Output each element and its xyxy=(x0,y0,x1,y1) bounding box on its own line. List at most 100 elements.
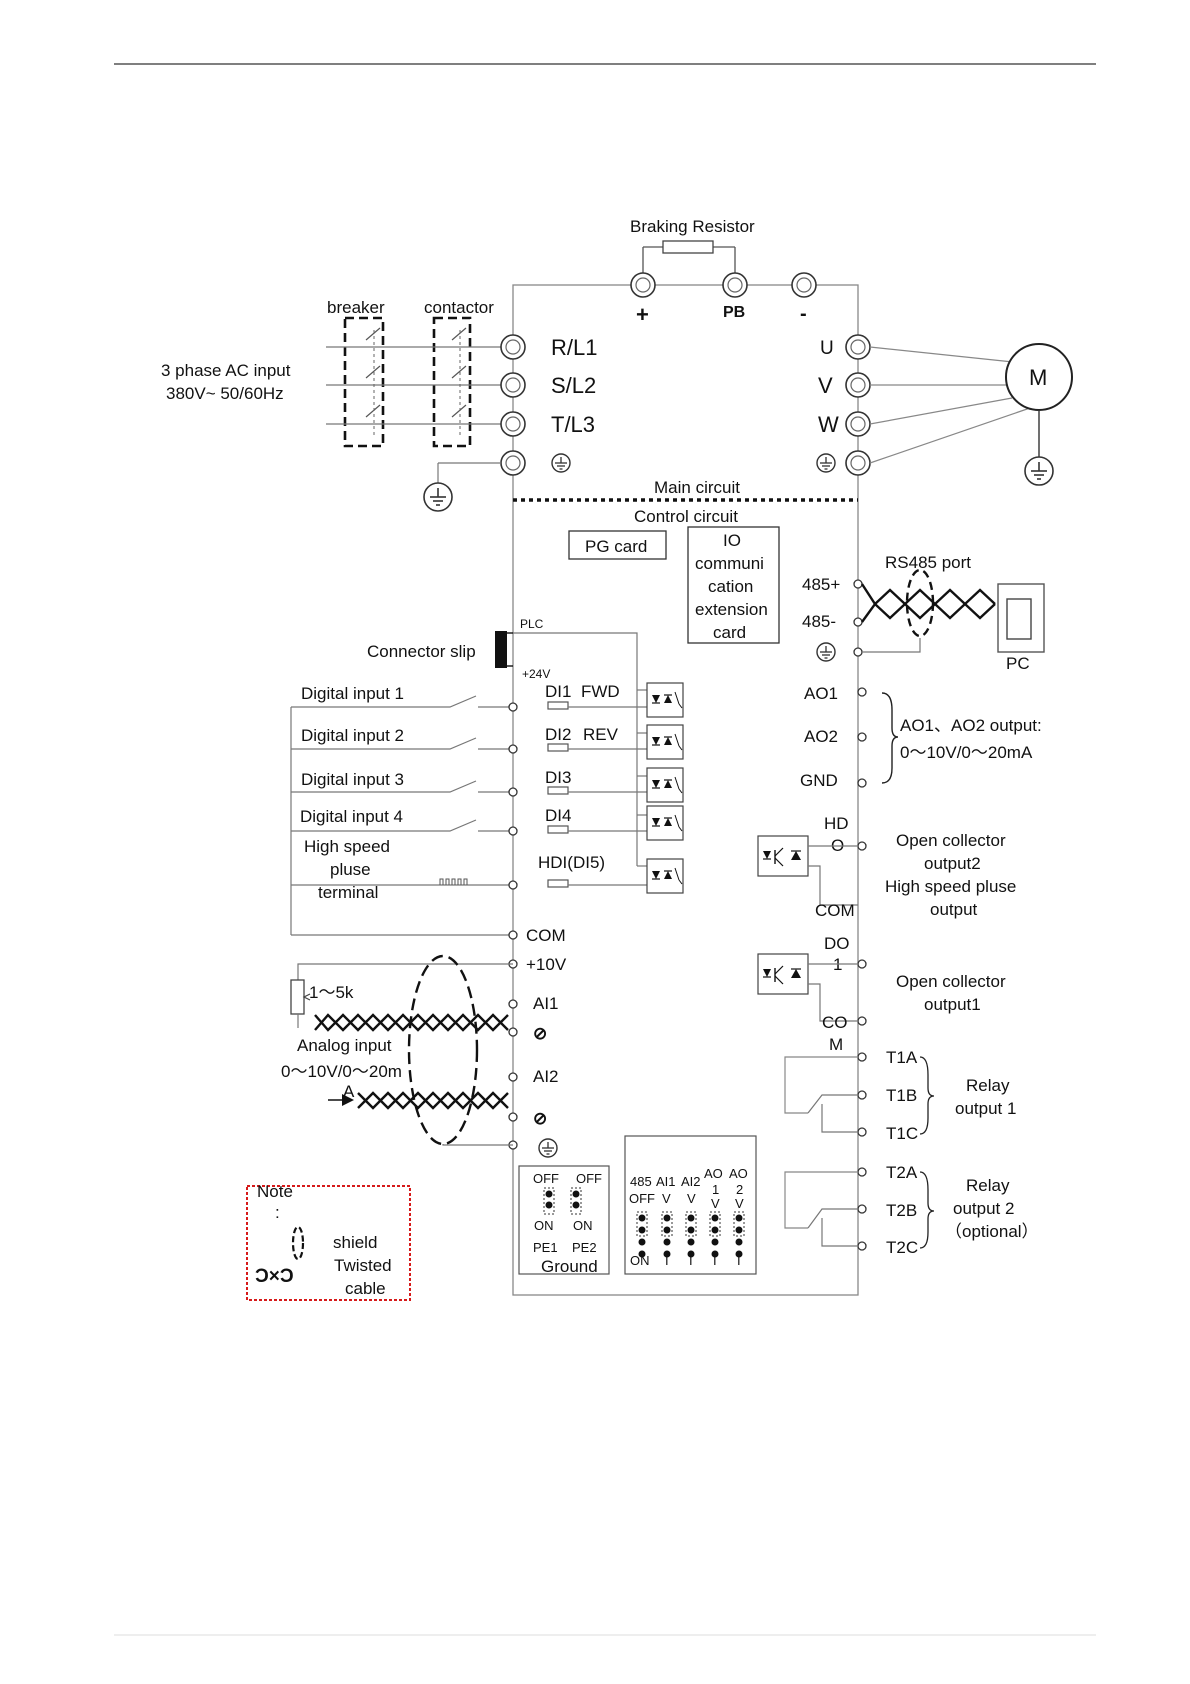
pg-card-label: PG card xyxy=(585,537,647,556)
terminal-sl2 xyxy=(500,372,526,398)
dip-switch-signal: 485 AI1 AI2 AO AO 1 2 OFF V V V V ON I I… xyxy=(624,1135,757,1275)
minus-label: - xyxy=(800,303,807,325)
terminal-tl3 xyxy=(500,411,526,437)
ao1-label: AO1 xyxy=(804,684,838,703)
control-ground-icon xyxy=(538,1138,558,1158)
relay1-line-1: Relay xyxy=(966,1076,1010,1095)
braking-resistor-label: Braking Resistor xyxy=(630,217,755,236)
motor-label: M xyxy=(1029,365,1047,390)
tl3-label: T/L3 xyxy=(551,412,595,437)
opto-di3-icon xyxy=(646,767,684,803)
rs485-ground-icon xyxy=(816,642,836,662)
t1b-label: T1B xyxy=(886,1086,917,1105)
oc1-line-2: output1 xyxy=(924,995,981,1014)
p24v-label: +24V xyxy=(522,667,550,681)
connector-slip-label: Connector slip xyxy=(367,642,476,661)
rl1-label: R/L1 xyxy=(551,335,597,360)
hs-pulse-line-2: pluse xyxy=(330,860,371,879)
oc2-line-3: High speed pluse xyxy=(885,877,1016,896)
relay1-line-2: output 1 xyxy=(955,1099,1016,1118)
di3-label: DI3 xyxy=(545,768,571,787)
switch-485-off: OFF xyxy=(629,1191,655,1206)
io-card-line-5: card xyxy=(713,623,746,642)
motor-ground-icon xyxy=(1024,456,1054,486)
hs-pulse-line-1: High speed xyxy=(304,837,390,856)
t2a-label: T2A xyxy=(886,1163,918,1182)
io-card-line-1: IO xyxy=(723,531,741,550)
ground-off-1: OFF xyxy=(533,1171,559,1186)
analog-range-line-1: 0～10V/0～20m xyxy=(281,1062,402,1081)
w-label: W xyxy=(818,412,839,437)
switch-ao1-label: AO xyxy=(704,1166,723,1181)
terminal-pe-input xyxy=(500,450,526,476)
io-card-line-4: extension xyxy=(695,600,768,619)
switch-ao2-v: V xyxy=(735,1196,744,1211)
oc1-line-1: Open collector xyxy=(896,972,1006,991)
oc2-line-4: output xyxy=(930,900,978,919)
contactor-label: contactor xyxy=(424,298,494,317)
braking-resistor xyxy=(662,240,714,254)
rs485-port-label: RS485 port xyxy=(885,553,971,572)
t1a-label: T1A xyxy=(886,1048,918,1067)
ground-label: Ground xyxy=(541,1257,598,1276)
v-label: V xyxy=(818,373,833,398)
switch-ai1-i: I xyxy=(665,1253,669,1268)
note-title: Note xyxy=(257,1182,293,1201)
do1-label-line-1: DO xyxy=(824,934,850,953)
switch-ao1-i: I xyxy=(713,1253,717,1268)
t2b-label: T2B xyxy=(886,1201,917,1220)
io-card xyxy=(687,526,780,644)
switch-ao1-v: V xyxy=(711,1196,720,1211)
terminal-u xyxy=(845,334,871,360)
rs485-plus-label: 485+ xyxy=(802,575,840,594)
shield-legend-icon xyxy=(291,1225,305,1261)
switch-ao2-num: 2 xyxy=(736,1182,743,1197)
u-label: U xyxy=(820,338,834,359)
com-label: COM xyxy=(526,926,566,945)
switch-ao1-num: 1 xyxy=(712,1182,719,1197)
ai2-gnd-symbol: ⊘ xyxy=(533,1109,547,1128)
plc-label: PLC xyxy=(520,617,544,631)
opto-hdo-icon xyxy=(757,835,809,877)
note-twisted: Twisted xyxy=(334,1256,392,1275)
dip-switch-ground: OFF OFF ON ON PE1 PE2 Ground xyxy=(518,1165,610,1276)
fwd-label: FWD xyxy=(581,682,620,701)
ai1-gnd-symbol: ⊘ xyxy=(533,1024,547,1043)
switch-ai1-label: AI1 xyxy=(656,1174,676,1189)
com3-label-line-1: CO xyxy=(822,1013,848,1032)
potentiometer-label: 1～5k xyxy=(309,983,354,1002)
terminal-pe-output xyxy=(845,450,871,476)
t2c-label: T2C xyxy=(886,1238,918,1257)
ao-output-range: 0～10V/0～20mA xyxy=(900,743,1033,762)
pe-output-ground-icon xyxy=(816,453,836,473)
note-shield: shield xyxy=(333,1233,377,1252)
switch-485-on: ON xyxy=(630,1253,650,1268)
ai2-label: AI2 xyxy=(533,1067,559,1086)
switch-ao2-i: I xyxy=(737,1253,741,1268)
switch-ai2-v: V xyxy=(687,1191,696,1206)
main-circuit: Braking Resistor + PB - 3 phase AC input… xyxy=(161,217,1073,1296)
oc2-line-1: Open collector xyxy=(896,831,1006,850)
opto-do1-icon xyxy=(757,953,809,995)
sl2-label: S/L2 xyxy=(551,373,596,398)
io-card-line-2: communi xyxy=(695,554,764,573)
opto-di1-icon xyxy=(646,682,684,718)
rev-label: REV xyxy=(583,725,619,744)
terminal-w xyxy=(845,411,871,437)
control-circuit-label: Control circuit xyxy=(634,507,738,526)
digital-input-3-label: Digital input 3 xyxy=(301,770,404,789)
com3-label-line-2: M xyxy=(829,1035,843,1054)
com2-label: COM xyxy=(815,901,855,920)
pb-label: PB xyxy=(723,304,745,321)
rs485-minus-label: 485- xyxy=(802,612,836,631)
note-twisted-symbol: Ɔ×Ɔ xyxy=(255,1266,294,1287)
opto-hdi-icon xyxy=(646,858,684,894)
pe1-label: PE1 xyxy=(533,1240,558,1255)
pe-input-ground-icon xyxy=(551,453,571,473)
shield-ellipse xyxy=(407,954,479,1146)
switch-ai2-label: AI2 xyxy=(681,1174,701,1189)
opto-di2-icon xyxy=(646,724,684,760)
pc-label: PC xyxy=(1006,654,1030,673)
analog-input-label: Analog input xyxy=(297,1036,392,1055)
